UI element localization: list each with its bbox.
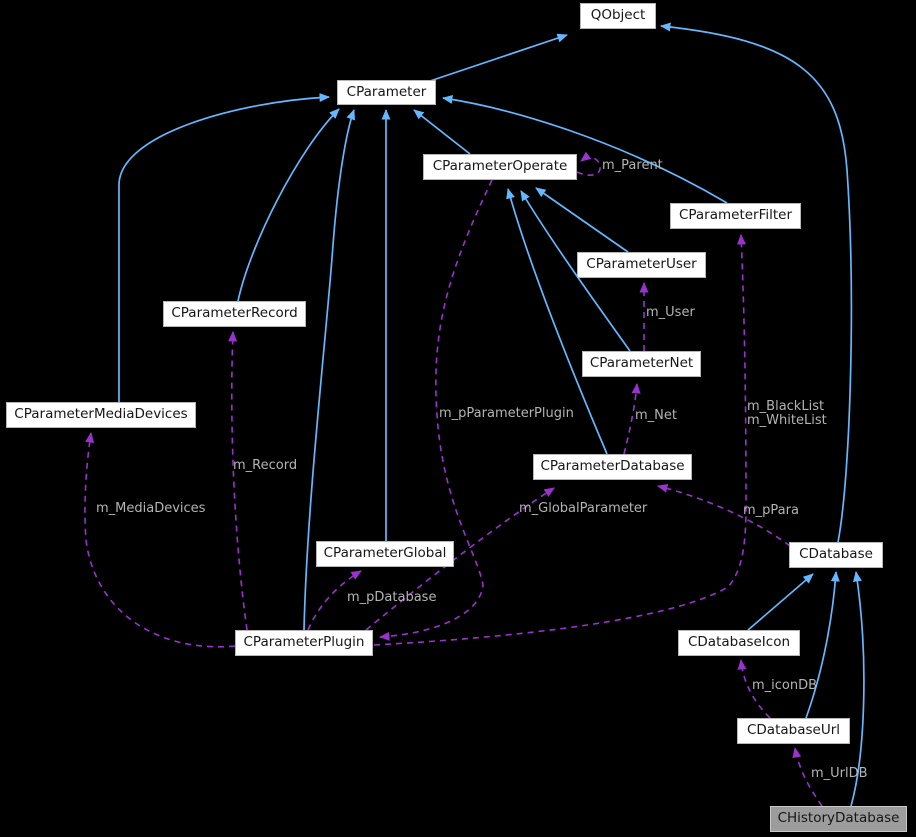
node-qobject[interactable]: QObject — [580, 3, 656, 29]
edge-usage-m-record — [228, 331, 248, 631]
edge-cparametermediadevices-to-cparameter — [118, 93, 330, 402]
edge-label-m-pdatabase: m_GlobalParameter — [519, 501, 648, 516]
edge-label-m-icondb: m_iconDB — [752, 678, 818, 693]
edge-label-m-ppara: m_pPara — [743, 503, 799, 518]
edge-label-m-pparameterplugin: m_pParameterPlugin — [439, 406, 574, 421]
edge-usage-m-pdatabase — [365, 487, 555, 631]
node-cparameteroperate[interactable]: CParameterOperate — [423, 154, 577, 180]
node-cdatabase[interactable]: CDatabase — [789, 542, 883, 568]
edge-label-m-net: m_Net — [635, 408, 677, 423]
edge-label-m-urldb: m_UrlDB — [811, 766, 868, 781]
node-cparameterglobal[interactable]: CParameterGlobal — [316, 541, 454, 567]
edge-cparameteruser-to-cparameteroperate — [535, 187, 629, 253]
node-cparameterplugin[interactable]: CParameterPlugin — [235, 630, 373, 656]
edge-cparameteroperate-to-cparameter — [413, 109, 471, 155]
node-cparameter[interactable]: CParameter — [337, 80, 436, 105]
edge-cparameterrecord-to-cparameter — [237, 108, 340, 302]
edge-cdatabaseicon-to-cdatabase — [747, 573, 814, 631]
node-cdatabaseurl[interactable]: CDatabaseUrl — [737, 718, 850, 744]
edge-usage-m-blacklist-whitelist — [373, 234, 747, 646]
edge-label-m-blacklist-whitelist: m_BlackList m_WhiteList — [747, 399, 827, 428]
edge-label-m-mediadevices: m_MediaDevices — [96, 501, 206, 516]
node-cparameterdatabase[interactable]: CParameterDatabase — [533, 454, 692, 480]
edge-usage-m-net — [623, 383, 641, 455]
edge-label-m-user: m_User — [646, 305, 695, 320]
edge-cparameter-to-qobject — [429, 33, 568, 82]
edge-cparameterfilter-to-cparameter — [442, 94, 728, 204]
edge-usage-m-urldb — [792, 747, 823, 807]
edge-cparameternet-to-cparameteroperate — [520, 190, 631, 352]
edge-cparameterplugin-to-cparameter — [303, 109, 355, 631]
node-cdatabaseicon[interactable]: CDatabaseIcon — [678, 630, 800, 656]
node-cparameterrecord[interactable]: CParameterRecord — [163, 301, 306, 327]
edge-chistorydatabase-to-cdatabase — [850, 571, 865, 807]
edge-usage-m-parent — [576, 151, 601, 176]
node-cparameterfilter[interactable]: CParameterFilter — [670, 203, 801, 229]
edge-usage-m-pparameterplugin — [379, 179, 493, 641]
node-cparametermediadevices[interactable]: CParameterMediaDevices — [6, 402, 196, 428]
edge-usage-m-mediadevices — [84, 432, 236, 648]
edge-cdatabaseurl-to-cdatabase — [805, 571, 840, 719]
node-cparameteruser[interactable]: CParameterUser — [577, 252, 706, 278]
edge-cdatabase-to-qobject — [660, 22, 853, 543]
edge-usage-m-ppara — [657, 483, 791, 547]
edge-label-m-parent: m_Parent — [602, 158, 663, 173]
edge-usage-m-icondb — [737, 659, 771, 719]
edge-label-m-globalparameter: m_pDatabase — [347, 590, 437, 605]
node-cparameternet[interactable]: CParameterNet — [582, 351, 701, 377]
edge-cparameterdatabase-to-cparameteroperate — [506, 188, 608, 455]
node-chistorydatabase[interactable]: CHistoryDatabase — [770, 806, 907, 832]
edge-label-m-record: m_Record — [233, 458, 298, 473]
